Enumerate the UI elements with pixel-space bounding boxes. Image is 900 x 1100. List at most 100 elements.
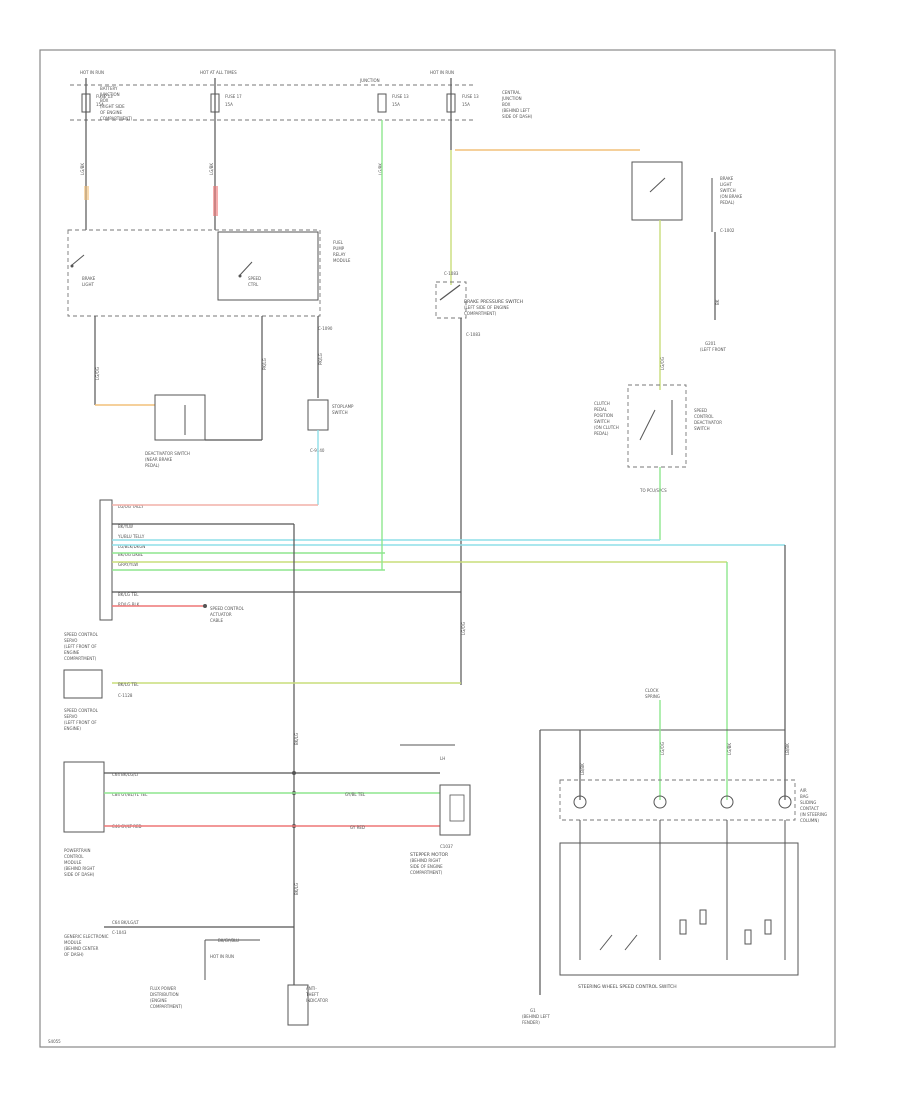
svg-text:(BEHIND CENTER: (BEHIND CENTER: [64, 946, 99, 951]
svg-text:INDICATOR: INDICATOR: [306, 998, 328, 1003]
svg-text:G201: G201: [705, 341, 716, 346]
svg-text:LG/OG: LG/OG: [461, 622, 466, 635]
svg-text:MODULE: MODULE: [64, 940, 82, 945]
svg-text:YL/BLU TELLY: YL/BLU TELLY: [117, 534, 145, 539]
svg-text:(ENGINE: (ENGINE: [150, 998, 167, 1003]
svg-text:SPRING: SPRING: [645, 694, 660, 699]
svg-text:G1: G1: [530, 1008, 536, 1013]
generic-electronic-module: C64 BK/LG/LT C-1043 GENERIC ELECTRONIC M…: [64, 920, 328, 1026]
svg-text:FUSE 13: FUSE 13: [392, 94, 409, 99]
svg-text:COMPARTMENT): COMPARTMENT): [150, 1004, 183, 1009]
svg-text:DISTRIBUTION: DISTRIBUTION: [150, 992, 179, 997]
svg-text:ENGINE: ENGINE: [64, 650, 80, 655]
svg-text:HOT IN RUN: HOT IN RUN: [430, 70, 454, 75]
svg-text:C64 BK/LG/LT: C64 BK/LG/LT: [112, 772, 139, 777]
svg-text:HOT AT ALL TIMES: HOT AT ALL TIMES: [200, 70, 237, 75]
svg-text:(NEAR BRAKE: (NEAR BRAKE: [145, 457, 173, 462]
svg-text:PK/LG: PK/LG: [318, 353, 323, 365]
svg-text:15A: 15A: [96, 102, 104, 107]
svg-text:SIDE OF DASH): SIDE OF DASH): [64, 872, 95, 877]
svg-text:SIDE OF DASH): SIDE OF DASH): [502, 114, 533, 119]
svg-text:ANTI-: ANTI-: [306, 986, 317, 991]
svg-text:BK/YLW: BK/YLW: [118, 524, 133, 529]
svg-text:BK/LG TEL: BK/LG TEL: [118, 682, 139, 687]
svg-text:(ON CLUTCH: (ON CLUTCH: [594, 425, 619, 430]
svg-text:SERVO: SERVO: [64, 714, 77, 719]
deactivator-switch: DEACTIVATOR SWITCH (NEAR BRAKE PEDAL): [145, 394, 206, 468]
svg-text:(BEHIND LEFT: (BEHIND LEFT: [502, 108, 530, 113]
svg-text:(BEHIND RIGHT: (BEHIND RIGHT: [64, 866, 95, 871]
power-distribution-region: HOT IN RUN HOT AT ALL TIMES HOT IN RUN J…: [70, 70, 533, 230]
footer-code: S4055: [48, 1039, 61, 1044]
stepper-motor-label: STEPPER MOTOR: [410, 852, 448, 858]
svg-text:FUSE 17: FUSE 17: [225, 94, 242, 99]
svg-text:LIGHT: LIGHT: [82, 282, 95, 287]
svg-text:PK/LG: PK/LG: [262, 358, 267, 370]
svg-text:LG/BK: LG/BK: [80, 163, 85, 175]
svg-text:PEDAL): PEDAL): [720, 200, 735, 205]
svg-text:TO PCU/SPCS: TO PCU/SPCS: [639, 488, 667, 493]
brake-pressure-switch: BRAKE PRESSURE SWITCH (LEFT SIDE OF ENGI…: [435, 150, 523, 685]
svg-text:PUMP: PUMP: [333, 246, 345, 251]
svg-text:SLIDING: SLIDING: [800, 800, 816, 805]
svg-text:GY RED: GY RED: [350, 825, 365, 830]
svg-text:STOPLAMP: STOPLAMP: [332, 404, 354, 409]
svg-text:15A: 15A: [225, 102, 233, 107]
svg-text:MODULE: MODULE: [64, 860, 82, 865]
svg-text:FLUX POWER: FLUX POWER: [150, 986, 176, 991]
svg-text:LG/OG: LG/OG: [660, 742, 665, 755]
speed-control-module: LG/OG TALLY BK/YLW YL/BLU TELLY LG/BLK/D…: [64, 499, 245, 661]
svg-text:LG/OG TALLY: LG/OG TALLY: [118, 504, 144, 509]
svg-text:15A: 15A: [462, 102, 470, 107]
svg-text:C-1002: C-1002: [720, 228, 735, 233]
svg-text:LG/BK: LG/BK: [727, 743, 732, 755]
svg-text:LG/OG: LG/OG: [660, 357, 665, 370]
steering-wheel-switch-label: STEERING WHEEL SPEED CONTROL SWITCH: [578, 984, 677, 990]
svg-text:BRAKE: BRAKE: [720, 176, 734, 181]
svg-text:JUNCTION: JUNCTION: [359, 78, 380, 83]
svg-text:FUEL: FUEL: [333, 240, 344, 245]
svg-text:LG/OG: LG/OG: [95, 367, 100, 380]
svg-text:COLUMN): COLUMN): [800, 818, 819, 823]
svg-text:OF DASH): OF DASH): [64, 952, 84, 957]
svg-text:SWITCH: SWITCH: [694, 426, 710, 431]
svg-text:JUNCTION: JUNCTION: [99, 92, 120, 97]
svg-text:CENTRAL: CENTRAL: [502, 90, 521, 95]
svg-text:C-1090: C-1090: [318, 326, 333, 331]
svg-text:GY/BL TEL: GY/BL TEL: [345, 792, 366, 797]
svg-text:LB/BK: LB/BK: [580, 763, 585, 775]
svg-text:SPEED CONTROL: SPEED CONTROL: [64, 632, 99, 637]
powertrain-control-module: C64 BK/LG/LT C84 GY/BL/YL TEL C46 GY/LT …: [63, 761, 148, 877]
svg-text:(RIGHT SIDE: (RIGHT SIDE: [100, 104, 125, 109]
svg-text:CONTROL: CONTROL: [694, 414, 714, 419]
svg-text:SPEED CONTROL: SPEED CONTROL: [64, 708, 99, 713]
svg-text:JUNCTION: JUNCTION: [501, 96, 522, 101]
svg-text:COMPARTMENT): COMPARTMENT): [64, 656, 97, 661]
svg-text:BK/OG DKBL: BK/OG DKBL: [118, 552, 144, 557]
svg-text:DEACTIVATOR SWITCH: DEACTIVATOR SWITCH: [145, 451, 190, 456]
svg-text:CLOCK: CLOCK: [645, 688, 659, 693]
steering-wheel-switch-group: CLOCK SPRING LB/BK LG/OG AIR BAG SLIDING…: [522, 688, 827, 1025]
svg-text:AIR: AIR: [800, 788, 807, 793]
svg-text:FENDER): FENDER): [522, 1020, 540, 1025]
svg-text:HOT IN RUN: HOT IN RUN: [80, 70, 104, 75]
svg-text:FUSE 13: FUSE 13: [462, 94, 479, 99]
svg-text:SWITCH: SWITCH: [332, 410, 348, 415]
svg-text:RELAY: RELAY: [333, 252, 346, 257]
svg-text:C-1128: C-1128: [118, 693, 133, 698]
svg-text:POWERTRAIN: POWERTRAIN: [64, 848, 91, 853]
svg-text:LB/BK: LB/BK: [785, 743, 790, 755]
svg-text:C1037: C1037: [440, 844, 453, 849]
svg-text:LG/BK: LG/BK: [378, 163, 383, 175]
svg-text:CONTROL: CONTROL: [64, 854, 84, 859]
svg-text:LH: LH: [440, 756, 445, 761]
svg-text:SERVO: SERVO: [64, 638, 77, 643]
svg-text:BK/LG TEL: BK/LG TEL: [118, 592, 139, 597]
svg-text:GRAY/YLW: GRAY/YLW: [118, 562, 138, 567]
svg-text:(LEFT SIDE OF ENGINE: (LEFT SIDE OF ENGINE: [464, 305, 509, 310]
svg-text:RD/LG BLK: RD/LG BLK: [118, 602, 140, 607]
speed-switch-top-right: BRAKE LIGHT SWITCH (ON BRAKE PEDAL) C-10…: [631, 161, 743, 233]
speed-control-relay-block: FUEL PUMP RELAY MODULE BRAKE LIGHT SPEED…: [67, 229, 351, 331]
svg-text:C84 GY/BL/YL TEL: C84 GY/BL/YL TEL: [112, 792, 148, 797]
clutch-switch-right: CLUTCH PEDAL POSITION SWITCH (ON CLUTCH …: [594, 384, 722, 493]
